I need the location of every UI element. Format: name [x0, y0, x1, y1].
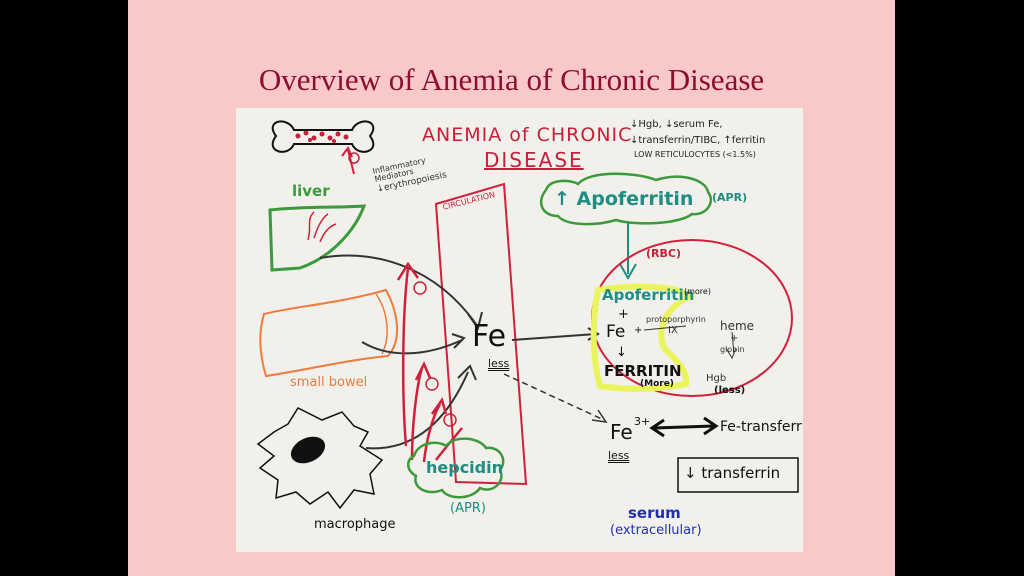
- apoferritin-top-label: ↑ Apoferritin: [554, 188, 694, 210]
- fe-rbc-label: Fe: [606, 322, 626, 342]
- slide-title: Overview of Anemia of Chronic Disease: [258, 62, 765, 97]
- fe3-less: less: [608, 449, 630, 462]
- transferrin-box: [677, 457, 799, 493]
- hepcidin-cloud: [407, 437, 505, 499]
- main-title-line1: ANEMIA of CHRONIC: [422, 124, 633, 146]
- macrophage-nucleus: [290, 436, 326, 464]
- plus-small: +: [634, 325, 643, 336]
- down-arrow-1: ↓: [616, 345, 627, 360]
- fe-center-label: Fe: [472, 319, 507, 354]
- ferritin-more: (More): [640, 379, 674, 389]
- ix-label: IX: [668, 325, 678, 336]
- lab-findings-line1: ↓Hgb, ↓serum Fe,: [630, 119, 723, 130]
- liver-label: liver: [292, 182, 330, 200]
- circulation-vessel: [434, 182, 528, 486]
- hgb-less: (less): [714, 385, 746, 396]
- lab-findings-line3: LOW RETICULOCYTES (<1.5%): [634, 150, 756, 159]
- rbc-label: (RBC): [646, 247, 681, 260]
- bone-icon: [271, 120, 375, 153]
- fe3-label: Fe: [610, 420, 633, 444]
- down-transferrin-label: ↓ transferrin: [684, 464, 781, 482]
- liver-shape: [268, 204, 367, 272]
- macrophage-label: macrophage: [314, 517, 396, 532]
- apoferritin-top-apr: (APR): [712, 191, 748, 204]
- lab-findings-line2: ↓transferrin/TIBC, ↑ferritin: [630, 135, 766, 146]
- ferritin-label: FERRITIN: [604, 362, 682, 380]
- hepcidin-apr: (APR): [450, 501, 486, 516]
- apoferritin-cloud: [539, 172, 713, 226]
- slide: Overview of Anemia of Chronic Disease: [128, 0, 895, 576]
- extracellular-label: (extracellular): [610, 523, 702, 538]
- hand-drawn-diagram: ANEMIA of CHRONIC DISEASE ↓Hgb, ↓serum F…: [236, 108, 803, 552]
- fe3-superscript: 3+: [634, 415, 651, 428]
- apoferritin-more: (more): [684, 287, 711, 296]
- hgb-label: Hgb: [706, 373, 727, 384]
- fe-center-less: less: [488, 357, 510, 370]
- diagram-drawing: [256, 120, 799, 510]
- plus-heme: +: [730, 333, 739, 344]
- main-title-line2: DISEASE: [484, 148, 584, 172]
- hepcidin-label: hepcidin: [426, 458, 503, 477]
- highlight-region: [590, 283, 696, 392]
- protoporphyrin-label: protoporphyrin: [646, 315, 706, 324]
- macrophage-shape: [256, 407, 384, 510]
- bone-marrow-dots: [295, 130, 349, 143]
- globin-label: globin: [720, 345, 745, 354]
- fe-transferrin-label: Fe-transferrin: [720, 419, 803, 435]
- serum-label: serum: [628, 504, 681, 522]
- small-bowel-shape: [259, 288, 399, 378]
- small-bowel-label: small bowel: [290, 375, 368, 390]
- plus-1: +: [618, 307, 629, 322]
- apoferritin-rbc-label: Apoferritin: [602, 286, 695, 304]
- heme-label: heme: [720, 319, 755, 333]
